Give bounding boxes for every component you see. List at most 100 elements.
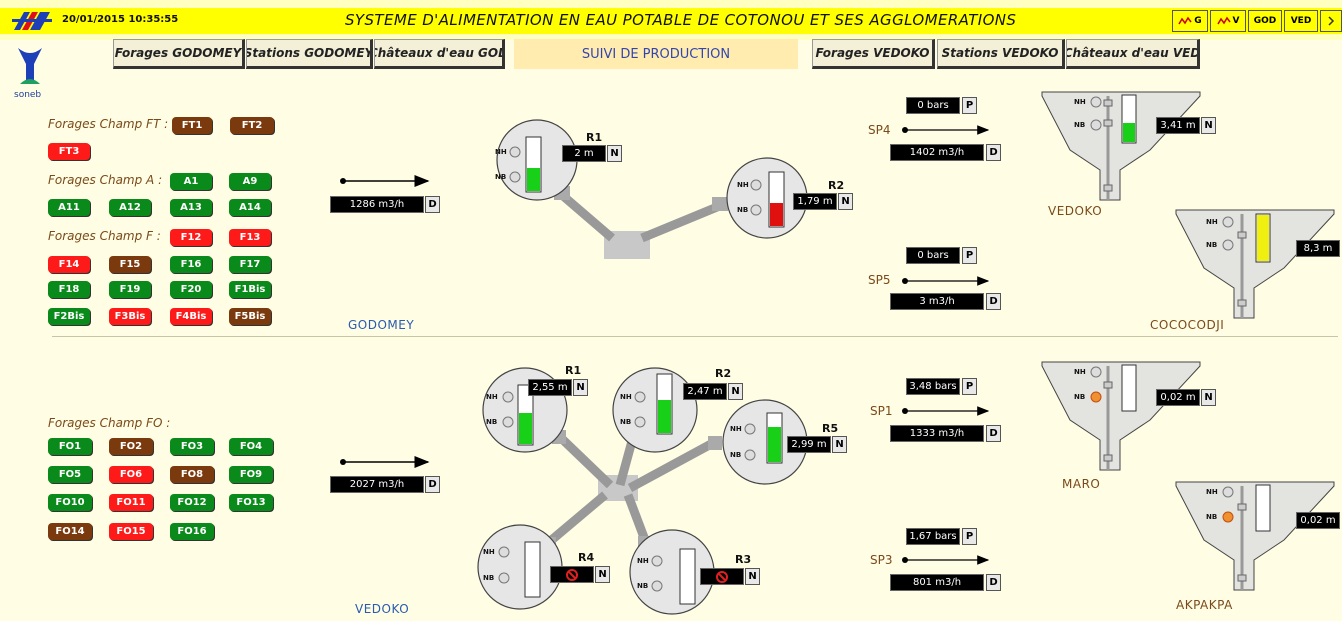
sp4-d-button[interactable]: D <box>986 144 1001 161</box>
tower-vedoko-n-button[interactable]: N <box>1201 117 1216 134</box>
datetime: 20/01/2015 10:35:55 <box>62 14 179 25</box>
godomey-chip-ft2[interactable]: FT2 <box>230 117 274 134</box>
tab-stations-vedoko[interactable]: Stations VEDOKO <box>937 39 1065 69</box>
group-label-ft: Forages Champ FT : <box>48 117 169 131</box>
vedoko-chip-fo4[interactable]: FO4 <box>229 438 273 455</box>
godomey-chip-f16[interactable]: F16 <box>170 256 212 273</box>
water-tower-akpakpa <box>1175 481 1335 591</box>
station-sp3-label: SP3 <box>870 553 893 567</box>
page-title: SYSTEME D'ALIMENTATION EN EAU POTABLE DE… <box>345 11 1017 29</box>
sp3-d-button[interactable]: D <box>986 574 1001 591</box>
godomey-chip-f14[interactable]: F14 <box>48 256 90 273</box>
tower-akpakpa-level: 0,02 m <box>1296 512 1340 529</box>
sp4-p-button[interactable]: P <box>962 97 977 114</box>
reservoir-name-r1: R1 <box>565 364 582 377</box>
sp5-p-button[interactable]: P <box>962 247 977 264</box>
reservoir-r4-n-button[interactable]: N <box>595 566 610 583</box>
reservoir-r1-n-button[interactable]: N <box>607 145 622 162</box>
godomey-chip-f5bis[interactable]: F5Bis <box>229 308 271 325</box>
godomey-chip-f20[interactable]: F20 <box>170 281 212 298</box>
vedoko-chip-fo5[interactable]: FO5 <box>48 466 92 483</box>
curve-g-button[interactable]: G <box>1172 10 1208 32</box>
reservoir-r2-n-button[interactable]: N <box>728 383 743 400</box>
godomey-chip-f15[interactable]: F15 <box>109 256 151 273</box>
group-label-fo: Forages Champ FO : <box>48 416 171 430</box>
flow-d-button[interactable]: D <box>425 196 440 213</box>
tab-suivi-production[interactable]: SUIVI DE PRODUCTION <box>514 39 798 69</box>
tab-chateaux-god[interactable]: Châteaux d'eau GOD <box>374 39 505 69</box>
tower-vedoko-level: 3,41 m <box>1156 117 1200 134</box>
sp3-p-button[interactable]: P <box>962 528 977 545</box>
godomey-chip-a9[interactable]: A9 <box>229 173 271 190</box>
godomey-chip-f19[interactable]: F19 <box>109 281 151 298</box>
godomey-chip-f12[interactable]: F12 <box>170 229 212 246</box>
nb-label: NB <box>1074 121 1086 129</box>
godomey-chip-f4bis[interactable]: F4Bis <box>170 308 212 325</box>
reservoir-name-r5: R5 <box>822 422 839 435</box>
ved-button[interactable]: VED <box>1284 10 1318 32</box>
tower-cococodji-name: COCOCODJI <box>1150 318 1225 332</box>
curve-v-button[interactable]: V <box>1210 10 1246 32</box>
vedoko-chip-fo12[interactable]: FO12 <box>170 494 214 511</box>
vedoko-chip-fo3[interactable]: FO3 <box>170 438 214 455</box>
godomey-chip-f3bis[interactable]: F3Bis <box>109 308 151 325</box>
god-button[interactable]: GOD <box>1248 10 1282 32</box>
sp1-p-button[interactable]: P <box>962 378 977 395</box>
vedoko-chip-fo8[interactable]: FO8 <box>170 466 214 483</box>
error-icon <box>566 568 578 581</box>
tower-vedoko-name: VEDOKO <box>1048 204 1103 218</box>
vedoko-chip-fo10[interactable]: FO10 <box>48 494 92 511</box>
reservoir-level-r5: 2,99 m <box>787 436 831 453</box>
godomey-chip-a11[interactable]: A11 <box>48 199 90 216</box>
reservoir-r4-vedoko <box>477 524 563 610</box>
godomey-chip-f2bis[interactable]: F2Bis <box>48 308 90 325</box>
station-sp4-label: SP4 <box>868 123 891 137</box>
flow-arrow-sp3 <box>902 555 990 565</box>
vedoko-chip-fo14[interactable]: FO14 <box>48 523 92 540</box>
godomey-chip-f1bis[interactable]: F1Bis <box>229 281 271 298</box>
reservoir-r5-n-button[interactable]: N <box>832 436 847 453</box>
godomey-chip-ft3[interactable]: FT3 <box>48 143 90 160</box>
tab-forages-godomey[interactable]: Forages GODOMEY <box>113 39 245 69</box>
reservoir-name-r1: R1 <box>586 131 603 144</box>
reservoir-r5-vedoko <box>722 399 808 485</box>
vedoko-chip-fo2[interactable]: FO2 <box>109 438 153 455</box>
godomey-chip-a12[interactable]: A12 <box>109 199 151 216</box>
tab-chateaux-ved[interactable]: Châteaux d'eau VED <box>1066 39 1200 69</box>
station-sp5-label: SP5 <box>868 273 891 287</box>
flow-arrow-sp5 <box>902 276 990 286</box>
nh-label: NH <box>737 181 749 189</box>
godomey-chip-a1[interactable]: A1 <box>170 173 212 190</box>
soneb-emblem-icon <box>18 48 42 84</box>
godomey-chip-f18[interactable]: F18 <box>48 281 90 298</box>
sp1-flow: 1333 m3/h <box>890 425 984 442</box>
godomey-chip-f17[interactable]: F17 <box>229 256 271 273</box>
sp5-flow: 3 m3/h <box>890 293 984 310</box>
vedoko-chip-fo15[interactable]: FO15 <box>109 523 153 540</box>
reservoir-level-r2: 1,79 m <box>793 193 837 210</box>
godomey-chip-a14[interactable]: A14 <box>229 199 271 216</box>
vedoko-chip-fo13[interactable]: FO13 <box>229 494 273 511</box>
vedoko-chip-fo6[interactable]: FO6 <box>109 466 153 483</box>
vedoko-chip-fo9[interactable]: FO9 <box>229 466 273 483</box>
godomey-chip-ft1[interactable]: FT1 <box>172 117 212 134</box>
flow-d-button[interactable]: D <box>425 476 440 493</box>
godomey-chip-a13[interactable]: A13 <box>170 199 212 216</box>
tower-maro-n-button[interactable]: N <box>1201 389 1216 406</box>
reservoir-r2-vedoko <box>612 367 698 453</box>
flow-arrow-sp4 <box>902 125 990 135</box>
sp1-d-button[interactable]: D <box>986 425 1001 442</box>
tab-stations-godomey[interactable]: Stations GODOMEY <box>246 39 373 69</box>
vedoko-chip-fo11[interactable]: FO11 <box>109 494 153 511</box>
tab-forages-vedoko[interactable]: Forages VEDOKO <box>812 39 935 69</box>
nb-label: NB <box>1074 393 1086 401</box>
reservoir-r3-n-button[interactable]: N <box>745 568 760 585</box>
reservoir-r1-n-button[interactable]: N <box>573 379 588 396</box>
vedoko-chip-fo16[interactable]: FO16 <box>170 523 214 540</box>
godomey-chip-f13[interactable]: F13 <box>229 229 271 246</box>
reservoir-r2-n-button[interactable]: N <box>838 193 853 210</box>
vedoko-chip-fo1[interactable]: FO1 <box>48 438 92 455</box>
nb-label: NB <box>637 582 649 590</box>
reservoir-level-r3 <box>700 568 744 585</box>
sp5-d-button[interactable]: D <box>986 293 1001 310</box>
